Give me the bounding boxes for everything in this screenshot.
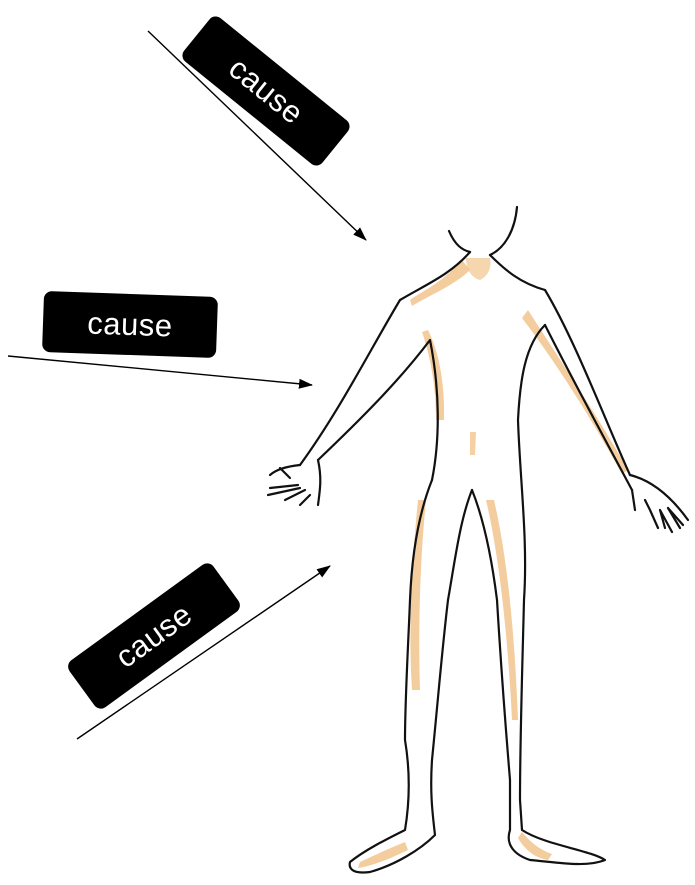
cause-label-middle: cause xyxy=(42,291,218,358)
human-figure xyxy=(268,207,688,873)
arrow-middle xyxy=(8,356,312,385)
neck-outline xyxy=(449,207,517,255)
body-silhouette xyxy=(268,253,688,873)
shading-belly xyxy=(470,432,476,455)
